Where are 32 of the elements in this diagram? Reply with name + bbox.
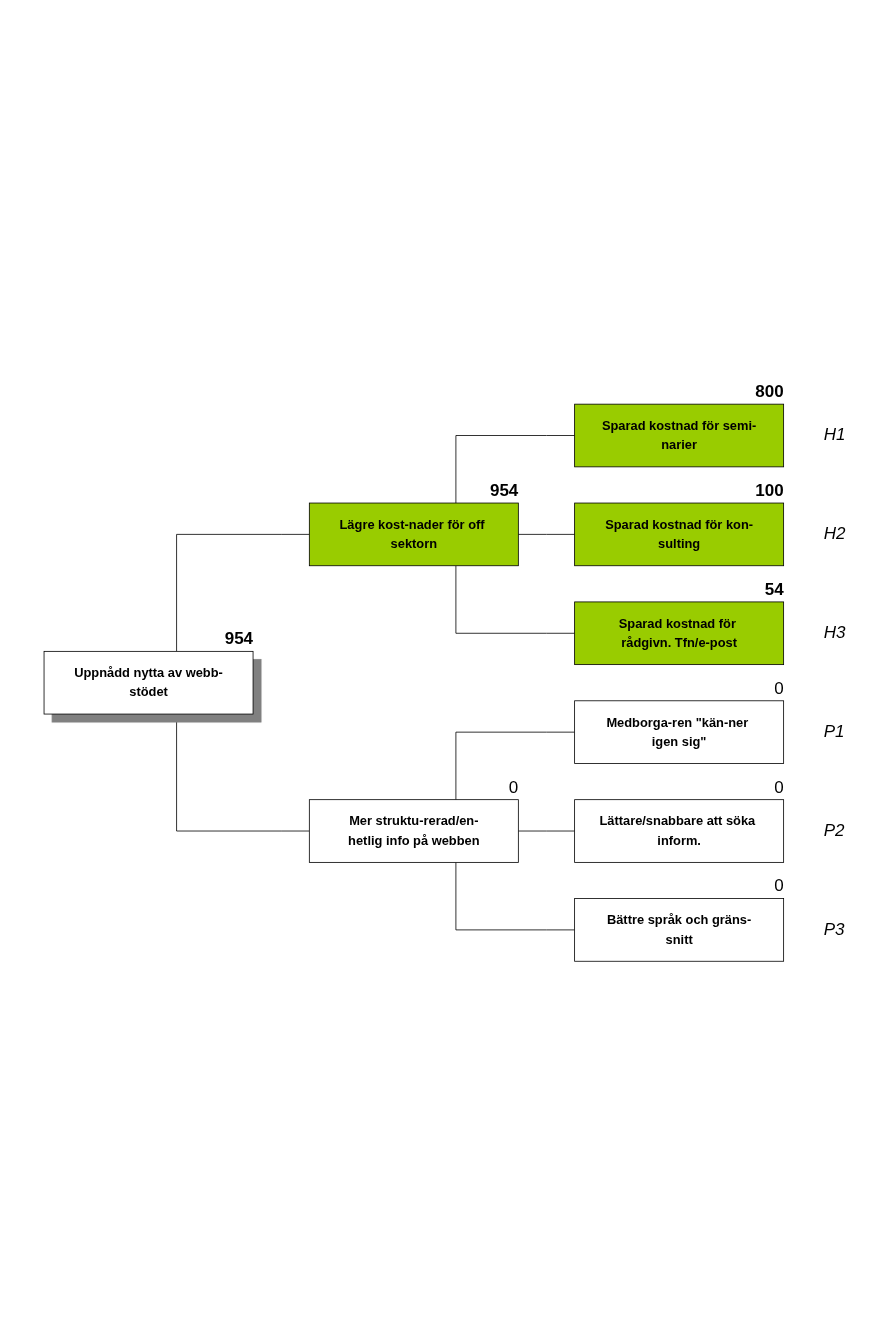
value-label: 100 <box>755 480 784 501</box>
value-label: 954 <box>224 629 254 650</box>
node-box: Uppnådd nytta av webb-stödet <box>43 650 254 715</box>
node-box: Sparad kostnad för semi-narier <box>574 403 785 468</box>
value-label: 0 <box>774 777 784 798</box>
connector <box>517 533 575 535</box>
value-label: 54 <box>764 579 784 600</box>
value-label: 800 <box>755 382 784 402</box>
node-code-label: P3 <box>823 919 845 940</box>
node-code-label: H2 <box>823 524 846 545</box>
connector <box>455 434 575 504</box>
node-box: Sparad kostnad för kon-sulting <box>574 502 785 566</box>
node-code-label: P2 <box>823 820 845 841</box>
node-box: Medborga-ren "kän-ner igen sig" <box>574 700 785 764</box>
value-label: 0 <box>774 678 784 699</box>
connector <box>455 565 575 634</box>
node-box: Mer struktu-rerad/en-hetlig info på webben <box>308 799 519 863</box>
node-box: Lättare/snabbare att söka inform. <box>574 799 785 863</box>
node-code-label: H1 <box>823 425 846 446</box>
node-code-label: P1 <box>823 722 845 742</box>
connector <box>517 830 575 832</box>
connector <box>176 713 310 832</box>
connector <box>455 731 575 800</box>
value-label: 0 <box>508 777 519 798</box>
node-box: Lägre kost-nader för off sektorn <box>308 502 519 566</box>
value-label: 0 <box>774 876 784 897</box>
node-box: Sparad kostnad för rådgivn. Tfn/e-post <box>574 601 785 665</box>
node-box: Bättre språk och gräns-snitt <box>574 898 785 962</box>
connector <box>455 861 575 931</box>
value-label: 954 <box>489 480 519 501</box>
connector <box>176 533 310 652</box>
node-code-label: H3 <box>823 623 846 644</box>
